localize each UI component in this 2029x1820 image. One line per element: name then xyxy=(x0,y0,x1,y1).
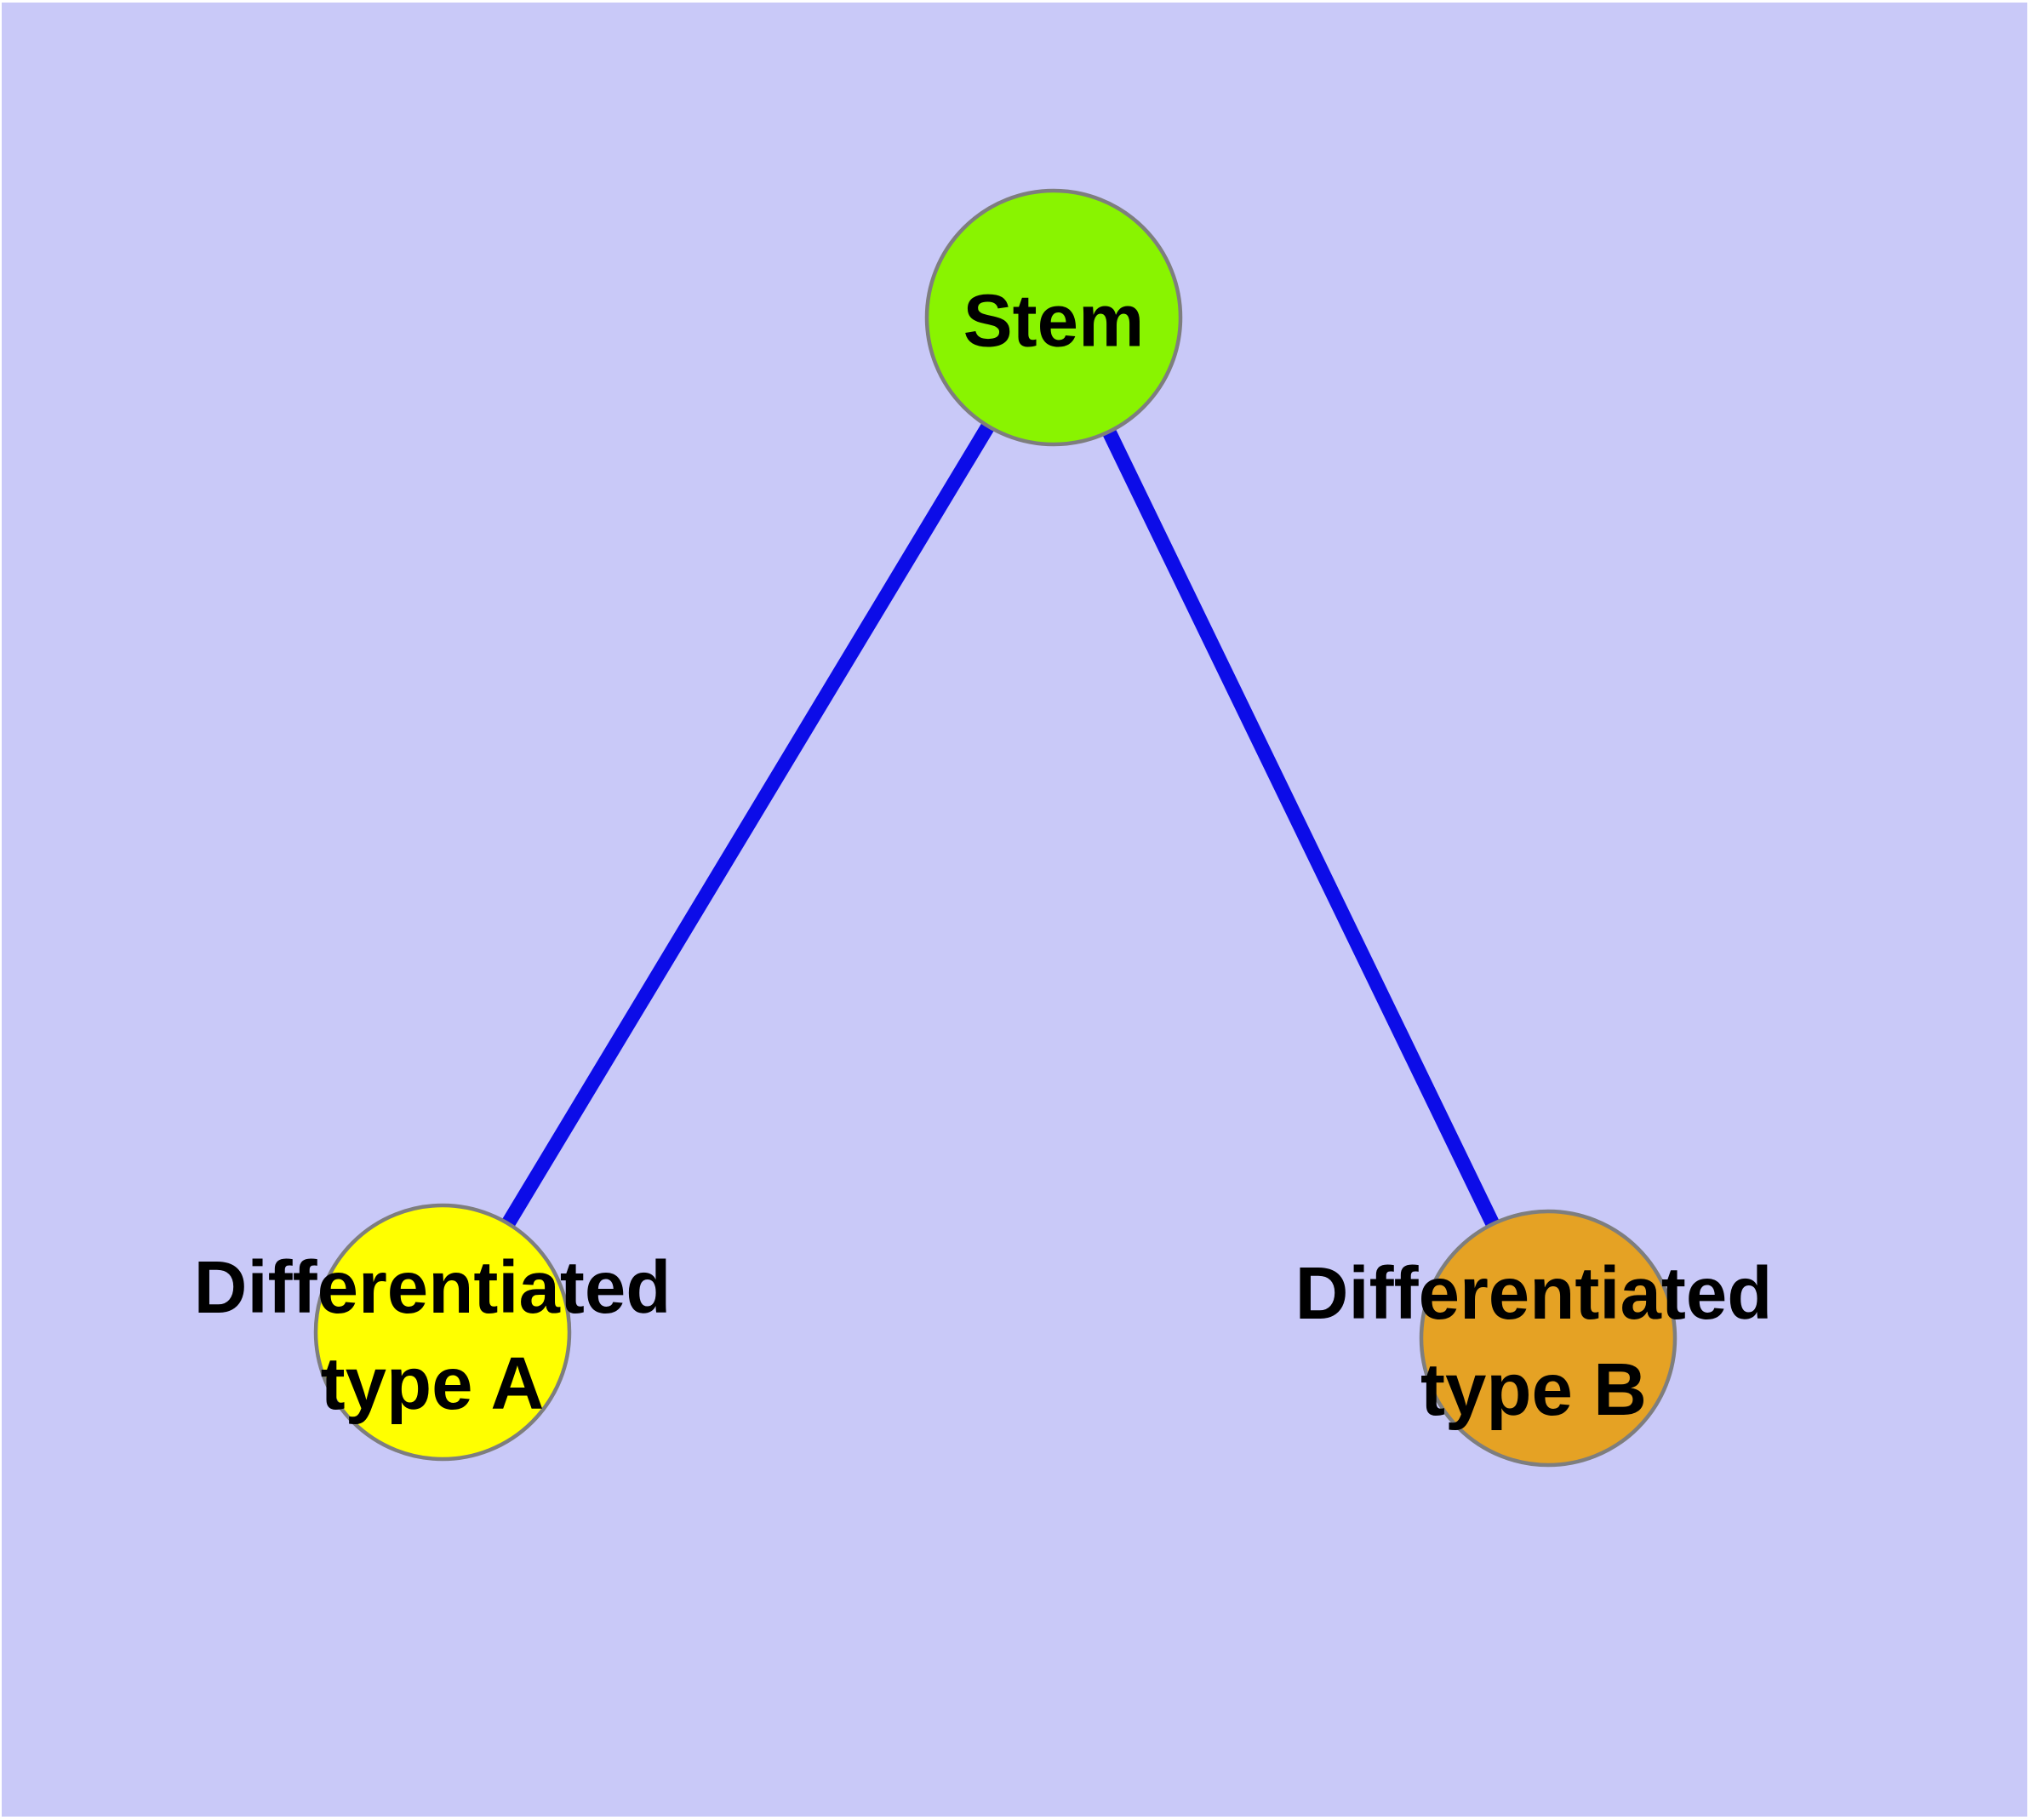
node-label-diff-type-a: Differentiated type A xyxy=(194,1246,672,1425)
node-label-line: Differentiated xyxy=(1295,1252,1773,1335)
node-stem xyxy=(924,188,1183,447)
node-label-line: Differentiated xyxy=(194,1246,672,1329)
edge-stem-to-diff-type-a xyxy=(436,313,1060,1336)
node-diff-type-b xyxy=(1419,1209,1677,1468)
node-label-line: type B xyxy=(1420,1348,1647,1431)
edge-stem-to-diff-type-b xyxy=(1047,314,1555,1342)
node-diff-type-a xyxy=(313,1203,572,1462)
node-label-line: type A xyxy=(321,1342,545,1425)
node-label-stem: Stem xyxy=(963,279,1145,362)
node-label-diff-type-b: Differentiated type B xyxy=(1295,1252,1773,1431)
node-label-line: Stem xyxy=(963,279,1145,362)
